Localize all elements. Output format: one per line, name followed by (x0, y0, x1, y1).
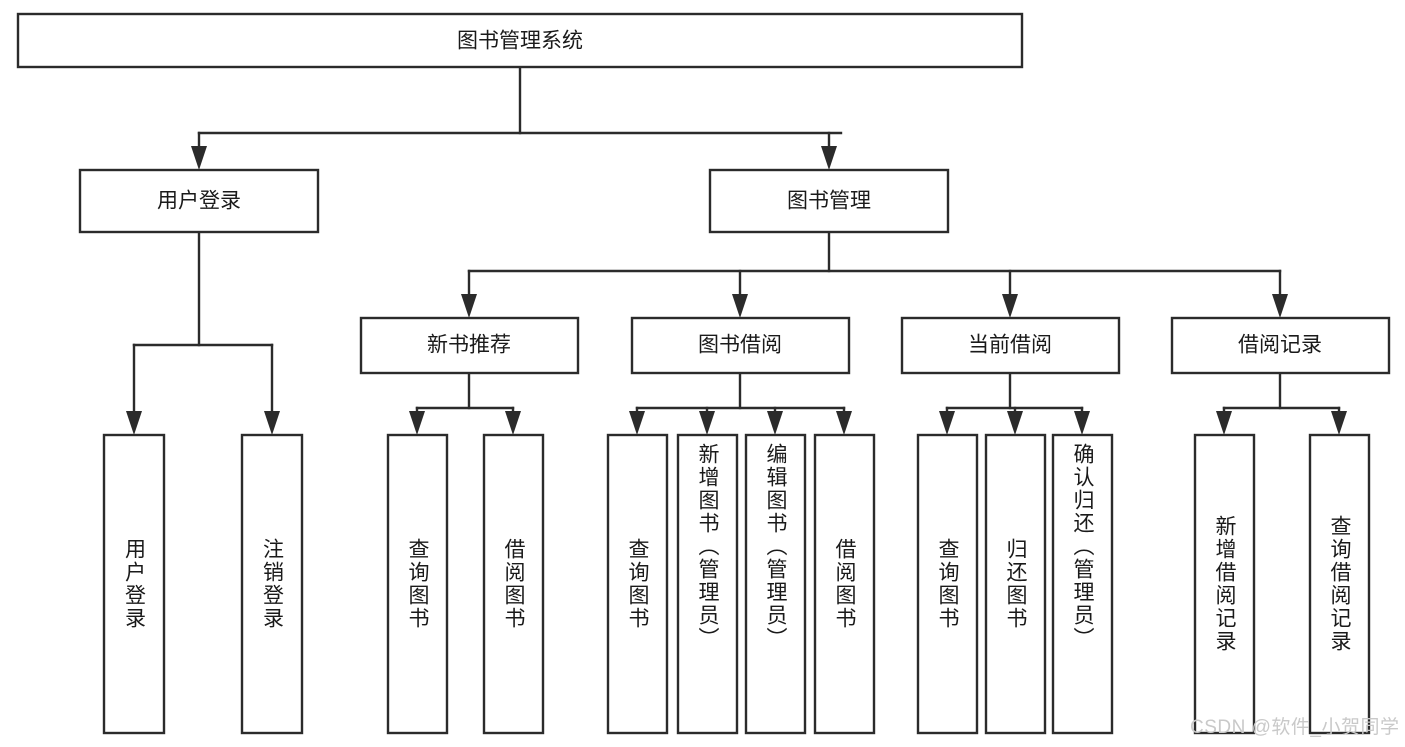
node-new-book-recommend[interactable]: 新书推荐 (359, 316, 580, 375)
node-borrow-record-label: 借阅记录 (1238, 334, 1322, 357)
leaf-box-borrow-book-2[interactable] (813, 433, 876, 735)
node-book-management-label: 图书管理 (787, 190, 871, 213)
leaf-box-logout[interactable] (240, 433, 304, 735)
connector-current-borrow-to-leaves (939, 371, 1090, 435)
node-user-login-label: 用户登录 (157, 190, 241, 213)
node-book-borrow[interactable]: 图书借阅 (630, 316, 851, 375)
csdn-watermark: CSDN @软件_小贺同学 (1190, 717, 1400, 738)
node-current-borrow-label: 当前借阅 (968, 334, 1052, 357)
connector-user-login-to-leaves (126, 230, 280, 435)
leaf-box-return-book[interactable] (984, 433, 1047, 735)
node-book-management[interactable]: 图书管理 (708, 168, 950, 234)
leaf-boxes (102, 433, 1371, 735)
leaf-box-edit-book-admin[interactable] (744, 433, 807, 735)
node-root[interactable]: 图书管理系统 (16, 12, 1024, 69)
node-book-borrow-label: 图书借阅 (698, 334, 782, 357)
node-current-borrow[interactable]: 当前借阅 (900, 316, 1121, 375)
connector-root-to-level2 (191, 65, 843, 170)
leaf-box-query-book-1[interactable] (386, 433, 449, 735)
node-root-label: 图书管理系统 (457, 30, 583, 53)
node-new-book-recommend-label: 新书推荐 (427, 334, 511, 357)
connector-borrow-record-to-leaves (1216, 371, 1347, 435)
leaf-box-query-book-3[interactable] (916, 433, 979, 735)
leaf-box-confirm-return[interactable] (1051, 433, 1114, 735)
node-user-login[interactable]: 用户登录 (78, 168, 320, 234)
connector-new-book-to-leaves (409, 371, 521, 435)
connector-level2-to-level3 (461, 230, 1288, 318)
leaf-box-add-record[interactable] (1193, 433, 1256, 735)
leaf-box-borrow-book-1[interactable] (482, 433, 545, 735)
leaf-box-query-record[interactable] (1308, 433, 1371, 735)
node-borrow-record[interactable]: 借阅记录 (1170, 316, 1391, 375)
leaf-box-query-book-2[interactable] (606, 433, 669, 735)
connector-book-borrow-to-leaves (629, 371, 852, 435)
leaf-box-user-login[interactable] (102, 433, 166, 735)
leaf-box-add-book-admin[interactable] (676, 433, 739, 735)
